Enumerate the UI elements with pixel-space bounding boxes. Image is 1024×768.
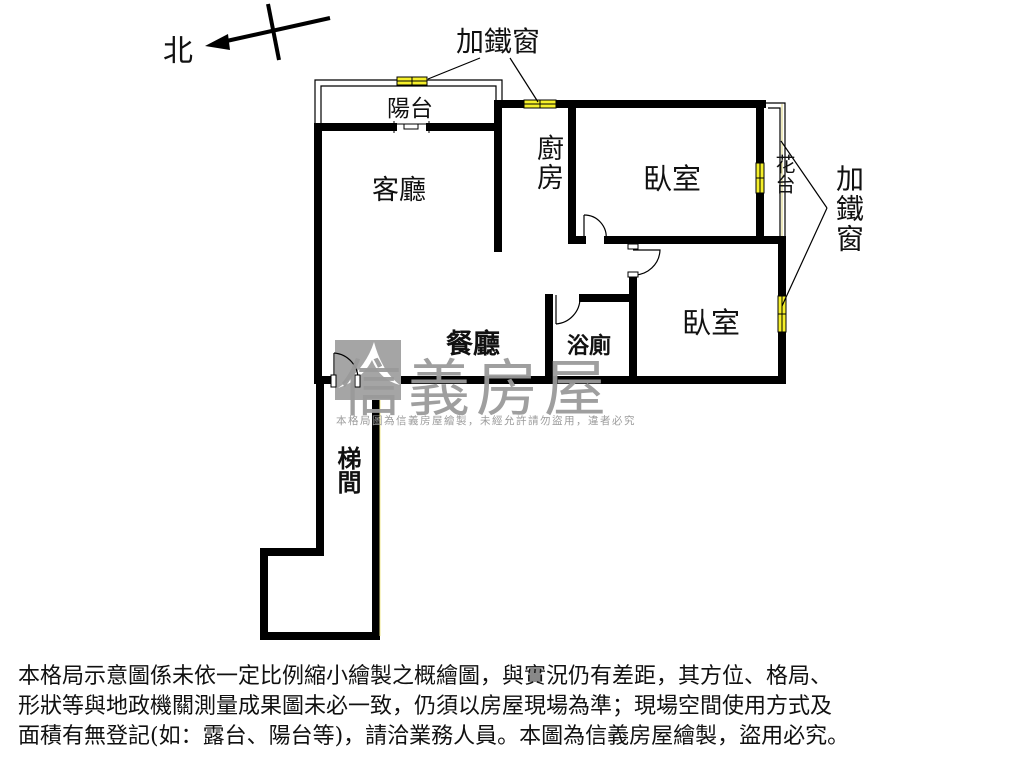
room-label-kitchen: 廚房 bbox=[532, 134, 563, 192]
room-label-stairwell: 梯間 bbox=[333, 446, 362, 494]
bedroom2-door-icon bbox=[632, 249, 661, 276]
watermark-notice: 本格局圖為信義房屋繪製，未經允許請勿盜用，違者必究 bbox=[336, 415, 636, 427]
door-jamb bbox=[330, 374, 337, 388]
room-label-bathroom: 浴廁 bbox=[567, 333, 612, 359]
flower-bed-outline bbox=[762, 102, 786, 242]
north-arrow-icon bbox=[205, 3, 331, 61]
disclaimer-line: 本格局示意圖係未依一定比例縮小繪製之概繪圖，與實況仍有差距，其方位、格局、 bbox=[18, 664, 833, 689]
door-jamb bbox=[354, 374, 361, 388]
door-jamb bbox=[627, 271, 639, 278]
bathroom-door-icon bbox=[555, 295, 581, 325]
room-label-living-room: 客廳 bbox=[372, 175, 426, 206]
walls bbox=[260, 100, 786, 640]
disclaimer-line: 面積有無登記(如：露台、陽台等)，請洽業務人員。本圖為信義房屋繪製，盜用必究。 bbox=[18, 724, 850, 749]
room-label-balcony: 陽台 bbox=[387, 96, 433, 122]
watermark-logo bbox=[335, 340, 401, 400]
callout-label-top: 加鐵窗 bbox=[456, 25, 541, 58]
bedroom1-door-icon bbox=[583, 214, 607, 241]
door-jamb bbox=[627, 243, 639, 250]
north-label: 北 bbox=[163, 34, 193, 69]
window-iron-grille bbox=[396, 76, 787, 333]
disclaimer: 本格局示意圖係未依一定比例縮小繪製之概繪圖，與實況仍有差距，其方位、格局、 形狀… bbox=[18, 662, 1018, 752]
room-label-bedroom-2: 臥室 bbox=[682, 306, 741, 340]
room-label-flower-bed: 花台 bbox=[772, 154, 796, 194]
room-label-dining-room: 餐廳 bbox=[446, 329, 500, 360]
callout-label-right: 加鐵窗 bbox=[832, 164, 865, 254]
watermark-brand: 信義房屋 bbox=[340, 352, 613, 425]
balcony-sliding-door bbox=[393, 121, 430, 133]
disclaimer-line: 形狀等與地政機關測量成果圖未必一致，仍須以房屋現場為準；現場空間使用方式及 bbox=[18, 694, 833, 719]
room-label-bedroom-1: 臥室 bbox=[643, 162, 702, 196]
callout-leaders bbox=[427, 57, 828, 307]
